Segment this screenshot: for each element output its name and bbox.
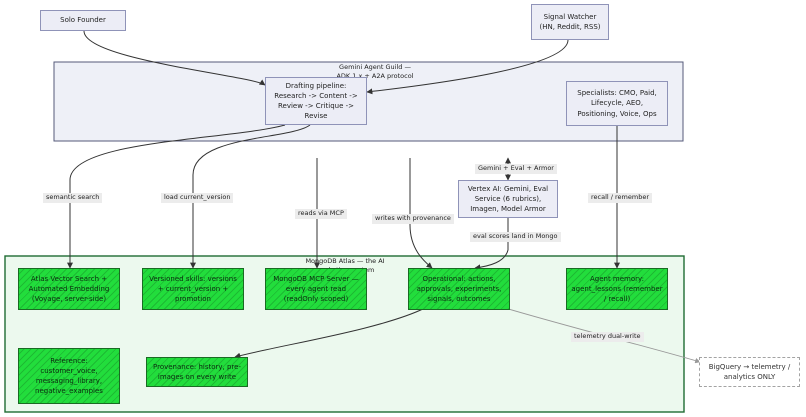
edge-label-load-current-version: load current_version (161, 193, 234, 203)
specialists-node[interactable]: Specialists: CMO, Paid, Lifecycle, AEO, … (566, 81, 668, 126)
guild-title-line-1: Gemini Agent Guild — (339, 63, 411, 71)
edge-writes-with-provenance (409, 158, 433, 269)
guild-title-line-2: ADK 1.x + A2A protocol (336, 71, 414, 80)
guild-title: Gemini Agent Guild — ADK 1.x + A2A proto… (305, 63, 445, 81)
drafting-pipeline-label: Drafting pipeline: Research -> Content -… (274, 81, 358, 121)
solo-founder-node[interactable]: Solo Founder (40, 10, 126, 31)
provenance-label: Provenance: history, pre-images on every… (153, 362, 241, 381)
atlas-vector-search-label: Atlas Vector Search + Automated Embeddin… (28, 274, 110, 304)
vertex-ai-label: Vertex AI: Gemini, Eval Service (6 rubri… (467, 184, 549, 214)
edge-eval-scores (474, 218, 509, 271)
atlas-vector-search-node[interactable]: Atlas Vector Search + Automated Embeddin… (18, 268, 120, 310)
versioned-skills-label: Versioned skills: versions + current_ver… (149, 274, 237, 304)
edge-founder-to-drafting (83, 30, 266, 86)
agent-memory-node[interactable]: Agent memory: agent_lessons (remember / … (566, 268, 668, 310)
signal-watcher-node[interactable]: Signal Watcher (HN, Reddit, RSS) (531, 4, 609, 40)
operational-label: Operational: actions, approvals, experim… (416, 274, 502, 304)
edge-operational-to-provenance (234, 307, 426, 359)
specialists-label: Specialists: CMO, Paid, Lifecycle, AEO, … (577, 89, 657, 118)
solo-founder-label: Solo Founder (60, 16, 106, 25)
edge-label-eval-scores: eval scores land in Mongo (470, 232, 561, 242)
reference-label: Reference: customer_voice, messaging_lib… (35, 356, 103, 396)
drafting-pipeline-node[interactable]: Drafting pipeline: Research -> Content -… (265, 77, 367, 125)
provenance-node[interactable]: Provenance: history, pre-images on every… (146, 357, 248, 387)
agent-memory-label: Agent memory: agent_lessons (remember / … (571, 274, 663, 304)
edge-label-semantic-search: semantic search (43, 193, 103, 203)
edge-label-reads-via-mcp: reads via MCP (295, 209, 347, 219)
gemini-eval-armor-label: Gemini + Eval + Armor (475, 164, 557, 174)
bigquery-label: BigQuery → telemetry / analytics ONLY (708, 362, 791, 381)
bigquery-node[interactable]: BigQuery → telemetry / analytics ONLY (699, 357, 800, 387)
edge-signal-to-drafting (366, 39, 569, 95)
operational-node[interactable]: Operational: actions, approvals, experim… (408, 268, 510, 310)
edge-drafting-to-atlas-vector (67, 124, 286, 269)
mcp-server-label: MongoDB MCP Server — every agent read (r… (273, 274, 359, 304)
vertex-ai-node[interactable]: Vertex AI: Gemini, Eval Service (6 rubri… (458, 180, 558, 218)
edge-label-writes-with-provenance: writes with provenance (372, 214, 454, 224)
reference-node[interactable]: Reference: customer_voice, messaging_lib… (18, 348, 120, 404)
mcp-server-node[interactable]: MongoDB MCP Server — every agent read (r… (265, 268, 367, 310)
signal-watcher-label: Signal Watcher (HN, Reddit, RSS) (539, 12, 601, 31)
atlas-title-line-1: MongoDB Atlas — the AI (305, 257, 385, 265)
edge-label-telemetry: telemetry dual-write (571, 332, 644, 342)
edge-label-recall-remember: recall / remember (588, 193, 653, 203)
edge-drafting-to-versioned-skills (190, 124, 311, 269)
versioned-skills-node[interactable]: Versioned skills: versions + current_ver… (142, 268, 244, 310)
